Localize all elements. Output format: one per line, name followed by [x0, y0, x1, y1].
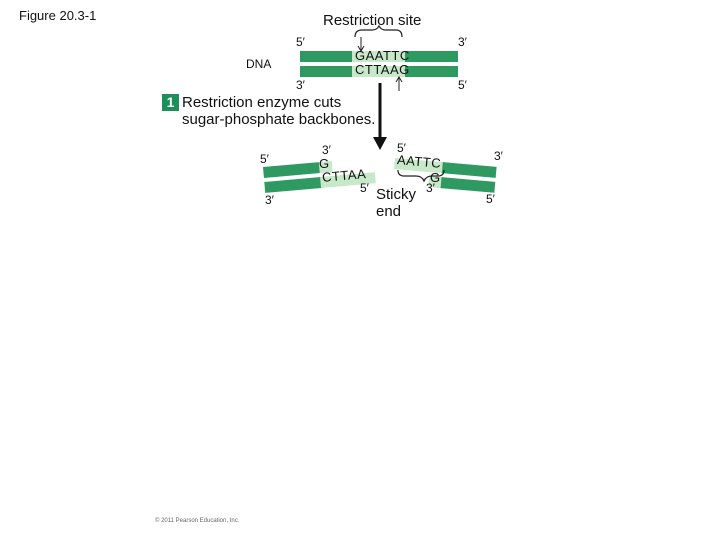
left-fragment-bottom-end-label: 3′ — [265, 193, 274, 207]
right-fragment-cut-top-label: 5′ — [397, 141, 406, 155]
right-fragment-top-end-label: 3′ — [494, 149, 503, 163]
top-strand-sequence: GAATTC — [355, 48, 410, 63]
sticky-end-label: Sticky end — [376, 186, 417, 220]
right-fragment-bottom-end-label: 5′ — [486, 192, 495, 206]
top-right-end-label: 3′ — [458, 35, 467, 49]
left-bottom-overhang — [320, 172, 376, 189]
site-bottom-highlight — [352, 66, 405, 77]
bottom-cut-arrow — [395, 76, 403, 91]
left-top-strand — [263, 161, 322, 178]
site-top-highlight — [352, 51, 405, 62]
right-top-strand — [441, 162, 497, 178]
right-fragment-cut-bottom-label: 3′ — [426, 181, 435, 195]
bottom-left-end-label: 3′ — [296, 78, 305, 92]
right-fragment — [394, 158, 497, 193]
restriction-site-brace — [354, 24, 403, 38]
right-top-overhang — [394, 158, 445, 174]
left-fragment-cut-top-label: 3′ — [322, 143, 331, 157]
left-fragment-top-overhang-seq: G — [319, 156, 330, 171]
right-bottom-overhang — [428, 176, 444, 189]
top-left-end-label: 5′ — [296, 35, 305, 49]
left-fragment-cut-bottom-label: 5′ — [360, 181, 369, 195]
left-bottom-strand — [264, 176, 324, 193]
left-fragment-top-end-label: 5′ — [260, 152, 269, 166]
step-number-badge: 1 — [162, 94, 179, 111]
step-description: Restriction enzyme cuts sugar-phosphate … — [182, 94, 376, 128]
copyright-notice: © 2011 Pearson Education, Inc. — [155, 518, 240, 524]
bottom-right-end-label: 5′ — [458, 78, 467, 92]
right-bottom-strand — [440, 177, 496, 193]
top-cut-arrow — [357, 37, 365, 52]
right-fragment-bottom-overhang-seq: G — [430, 170, 441, 185]
sticky-end-bracket — [397, 169, 445, 183]
dna-label: DNA — [246, 57, 272, 71]
left-top-overhang — [318, 160, 333, 174]
left-fragment — [263, 160, 376, 193]
bottom-strand-sequence: CTTAAG — [355, 62, 410, 77]
figure-label: Figure 20.3-1 — [19, 8, 97, 23]
process-arrowhead — [373, 137, 387, 150]
restriction-site-label: Restriction site — [323, 12, 422, 29]
